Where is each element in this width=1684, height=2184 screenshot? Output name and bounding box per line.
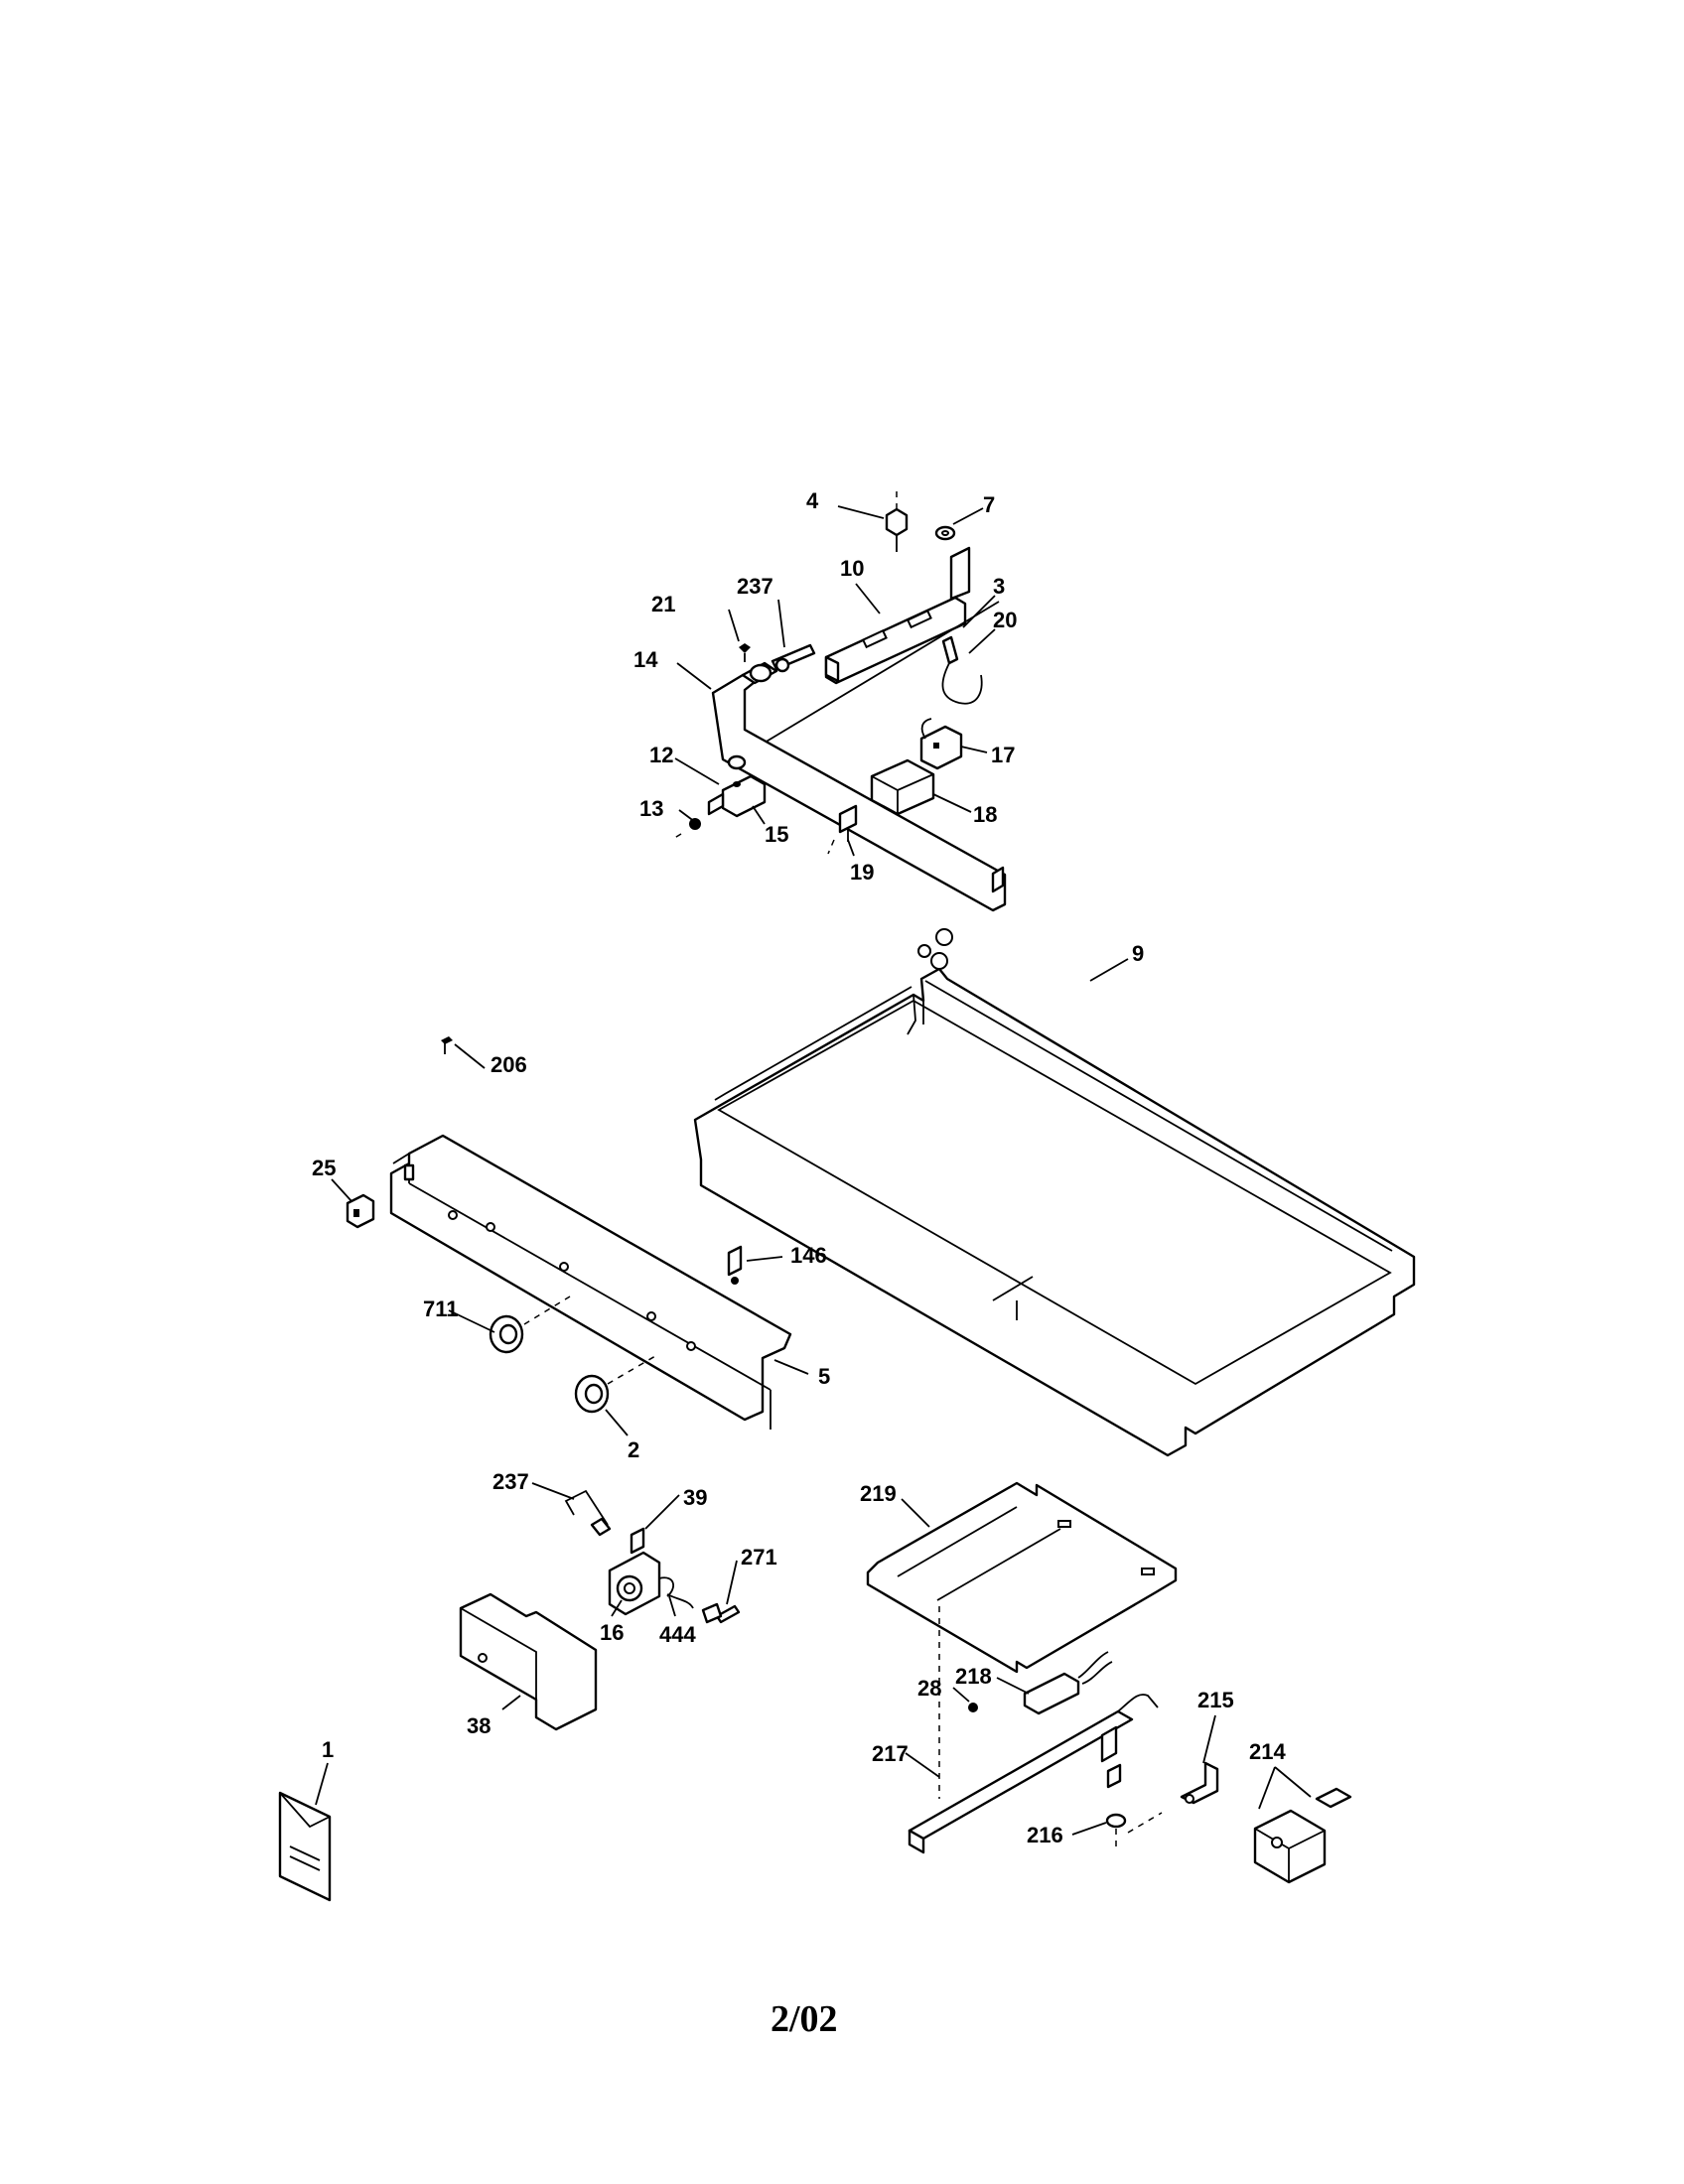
label-39: 39: [683, 1485, 707, 1510]
label-5: 5: [818, 1364, 830, 1389]
label-217: 217: [872, 1741, 909, 1766]
label-28: 28: [917, 1676, 941, 1701]
label-20: 20: [993, 608, 1017, 632]
label-214: 214: [1249, 1739, 1286, 1764]
part-711-knob: [489, 1296, 571, 1354]
part-1-literature: [278, 1791, 332, 1902]
label-219: 219: [860, 1481, 897, 1506]
part-10-bracket: [824, 546, 971, 685]
part-25-clip: [346, 1193, 375, 1229]
footer-date: 2/02: [771, 1998, 838, 2040]
part-444-hose: [666, 1593, 694, 1609]
label-215: 215: [1197, 1688, 1234, 1712]
label-21: 21: [651, 592, 675, 616]
label-2: 2: [628, 1437, 639, 1462]
label-12: 12: [649, 743, 673, 767]
part-2-knob: [574, 1355, 656, 1414]
part-16-valve: [608, 1527, 674, 1616]
label-9: 9: [1132, 941, 1144, 966]
part-214-valve: [1253, 1787, 1352, 1884]
part-206-screw: [441, 1036, 453, 1054]
label-10: 10: [840, 556, 864, 581]
part-218-igniter: [1023, 1651, 1113, 1715]
label-237-bottom: 237: [492, 1469, 529, 1494]
part-18-block: [870, 758, 935, 816]
part-219-baffle: [866, 1481, 1178, 1674]
part-38-cover: [459, 1592, 598, 1731]
part-215-bracket: [1180, 1761, 1219, 1805]
label-237-top: 237: [737, 574, 773, 599]
part-5-panel: [389, 1134, 792, 1430]
part-21-screw: [739, 643, 751, 662]
label-13: 13: [639, 796, 663, 821]
part-28-screw: [968, 1703, 978, 1712]
label-3: 3: [993, 574, 1005, 599]
part-19-clip: [827, 804, 858, 855]
label-17: 17: [991, 743, 1015, 767]
part-17-switch: [919, 718, 963, 770]
label-4: 4: [806, 488, 819, 513]
part-7-washer: [934, 525, 956, 541]
label-25: 25: [312, 1156, 336, 1180]
label-15: 15: [765, 822, 788, 847]
label-711: 711: [423, 1297, 459, 1321]
label-146: 146: [790, 1243, 827, 1268]
label-218: 218: [955, 1664, 992, 1689]
label-206: 206: [491, 1052, 527, 1077]
label-16: 16: [600, 1620, 624, 1645]
part-20-tube: [941, 635, 983, 705]
part-labels: 4 7 10 3 237 21 20 14 17 12 13 15 18 19 …: [312, 488, 1286, 1847]
label-38: 38: [467, 1713, 491, 1738]
part-15-valve: [707, 754, 767, 818]
label-7: 7: [983, 492, 995, 517]
part-9-burner-tray: [693, 928, 1416, 1457]
part-146-bracket: [727, 1245, 743, 1285]
label-18: 18: [973, 802, 997, 827]
leader-lines: [315, 505, 1312, 1836]
part-13-nut: [670, 818, 701, 841]
label-216: 216: [1027, 1823, 1063, 1847]
part-3-rod: [764, 601, 1000, 744]
part-271-pin: [701, 1602, 741, 1624]
part-4-screw: [885, 491, 909, 552]
part-216-washer: [1105, 1812, 1163, 1850]
label-14: 14: [633, 647, 658, 672]
part-237-tube-bottom: [564, 1489, 612, 1537]
part-237-electrode-top: [771, 643, 816, 673]
label-271: 271: [741, 1545, 777, 1570]
part-217-burner: [908, 1606, 1159, 1854]
label-444: 444: [659, 1622, 696, 1647]
label-1: 1: [322, 1737, 334, 1762]
label-19: 19: [850, 860, 874, 885]
